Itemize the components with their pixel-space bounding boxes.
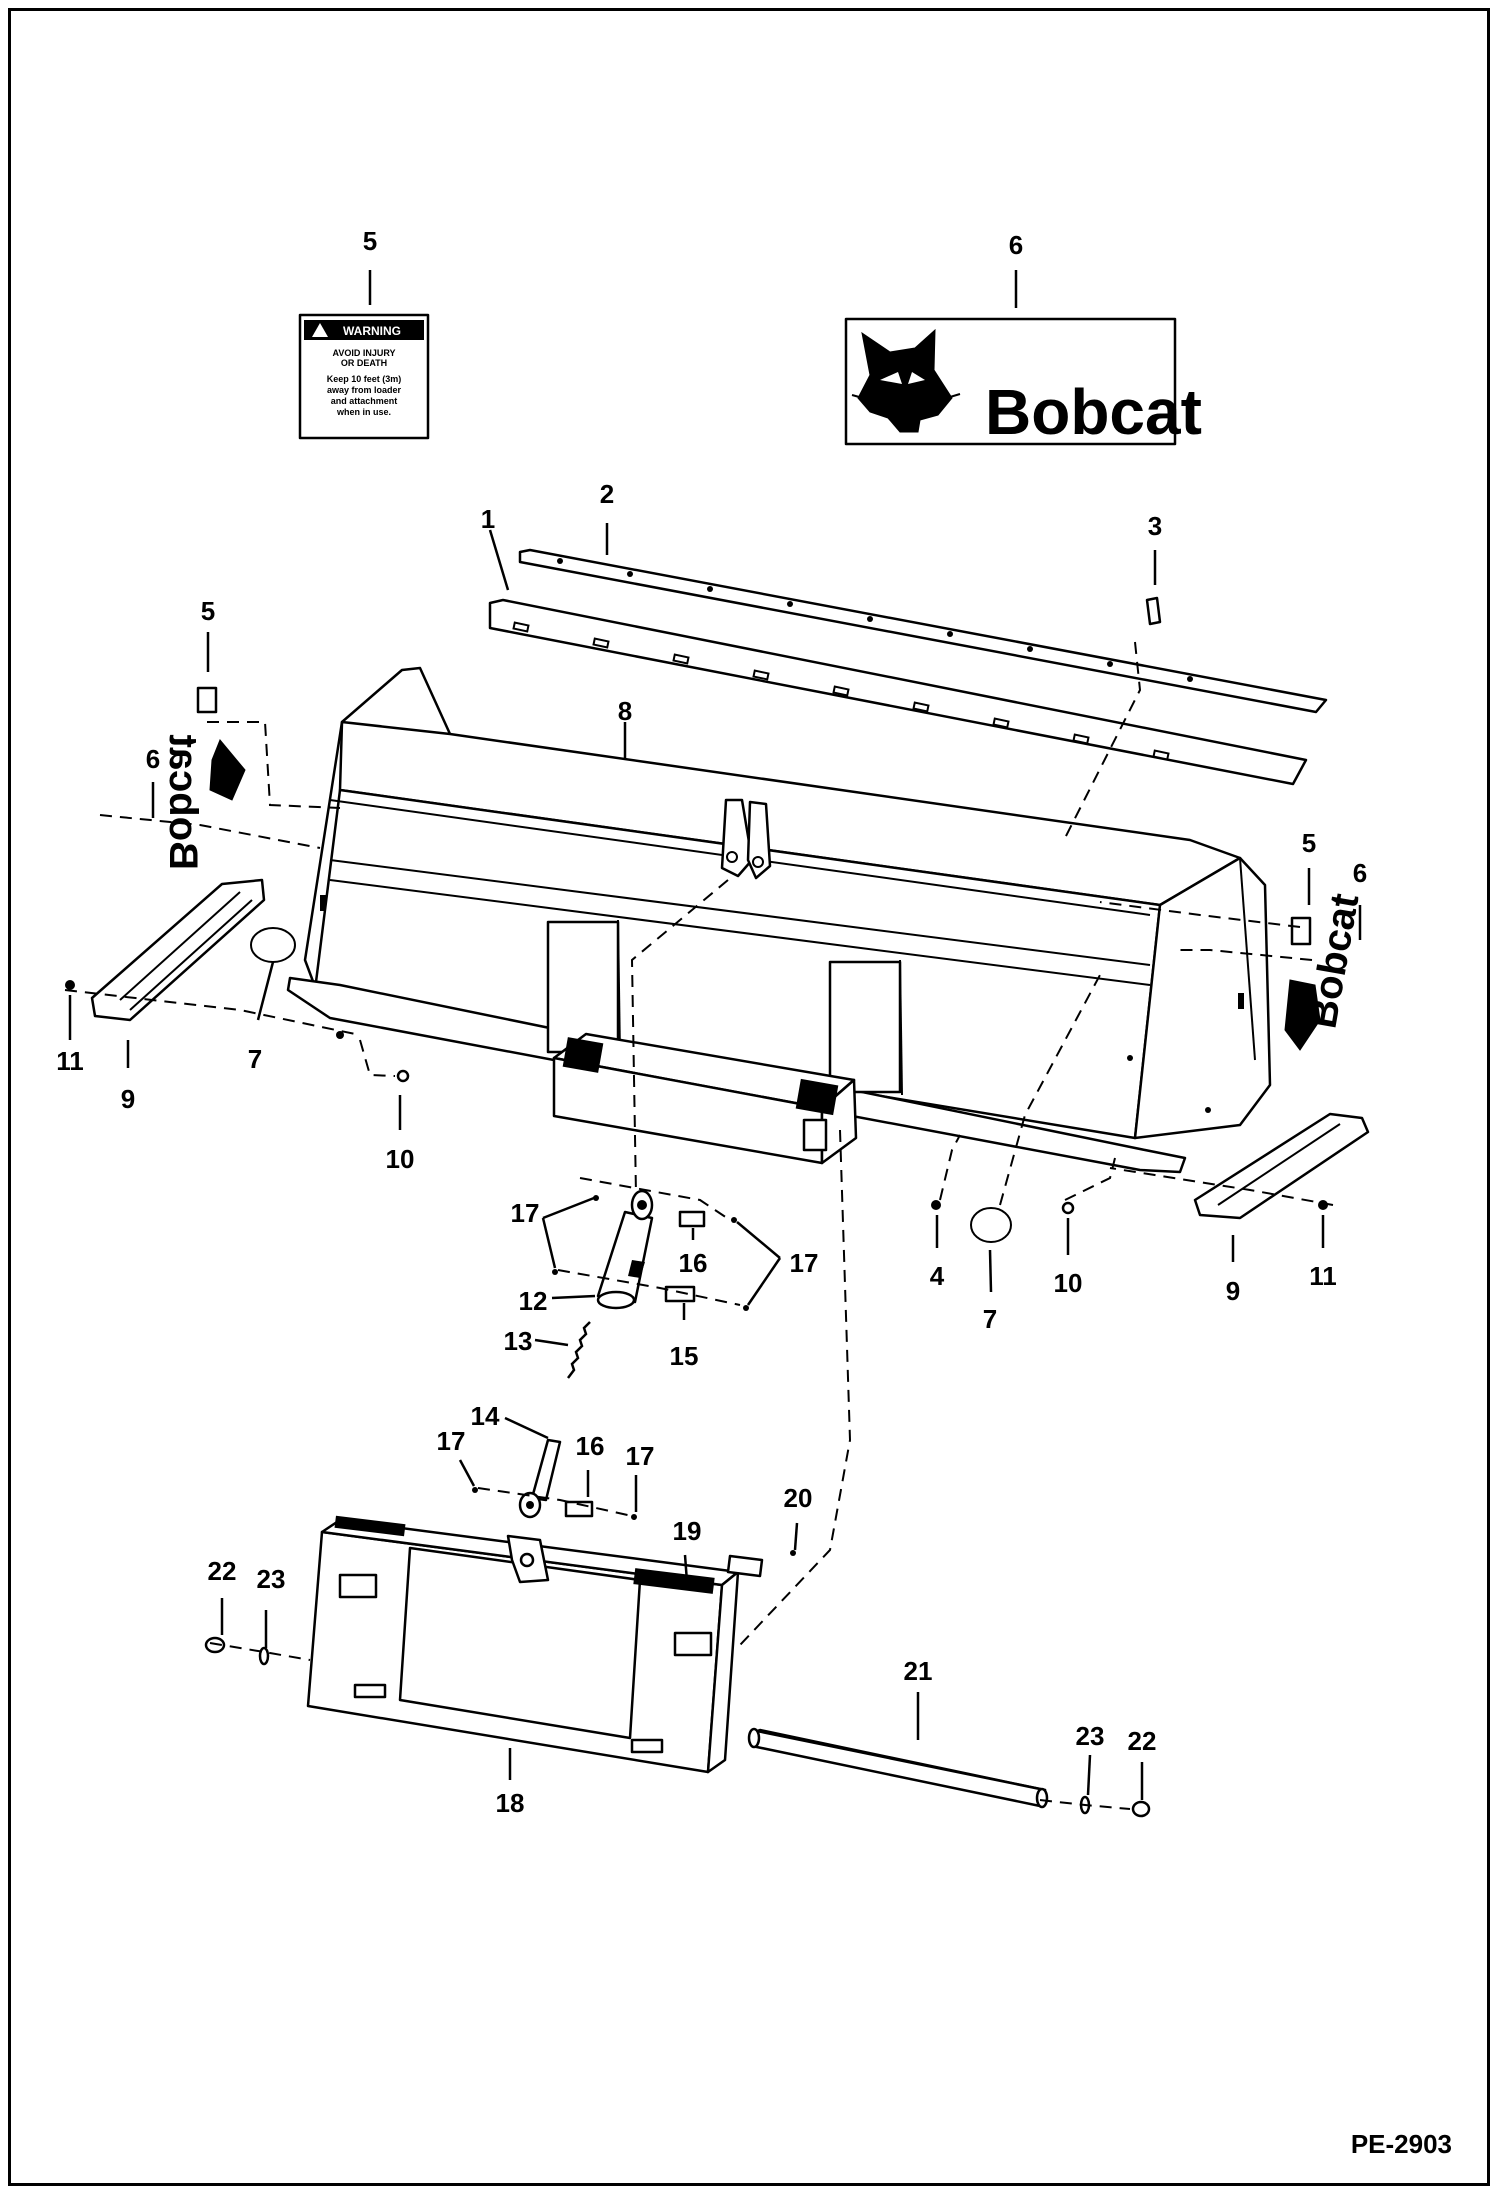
bolt-3: [1145, 596, 1162, 626]
callout-6: 6: [146, 744, 160, 774]
callout-14: 14: [471, 1401, 500, 1431]
side-decal-left-text: Bobcat: [161, 734, 205, 870]
callout-6: 6: [1353, 858, 1367, 888]
callout-numbers: 5 6 2 1 3 5 6 8 5 6 11 9 7 10 4 10 7 9 1…: [56, 226, 1367, 1818]
o-ring-right: [970, 1207, 1012, 1243]
callout-21: 21: [904, 1656, 933, 1686]
callout-6: 6: [1009, 230, 1023, 260]
callout-16: 16: [576, 1431, 605, 1461]
warning-line2: OR DEATH: [341, 358, 387, 368]
callout-1: 1: [481, 504, 495, 534]
callout-22: 22: [1128, 1726, 1157, 1756]
leader-lines: [68, 270, 1362, 1800]
callout-9: 9: [1226, 1276, 1240, 1306]
callout-15: 15: [670, 1341, 699, 1371]
warning-body2: away from loader: [327, 385, 402, 395]
nut-11-left: [65, 980, 75, 990]
wear-strip: [518, 548, 1328, 714]
callout-4: 4: [930, 1261, 945, 1291]
pin-16-upper: [678, 1210, 706, 1228]
attach-plate-18: [306, 1515, 740, 1774]
callout-7: 7: [248, 1044, 262, 1074]
callout-19: 19: [673, 1516, 702, 1546]
callout-10: 10: [386, 1144, 415, 1174]
callout-12: 12: [519, 1286, 548, 1316]
pin-15: [664, 1285, 696, 1303]
callout-17: 17: [626, 1441, 655, 1471]
cutting-edge: [488, 598, 1308, 786]
warning-heading: WARNING: [343, 324, 401, 338]
bolt-22-right: [1131, 1800, 1151, 1818]
callout-5: 5: [1302, 828, 1316, 858]
bobcat-head-icon-left: [209, 739, 246, 801]
bolt-10-right: [1061, 1201, 1075, 1215]
brand-decal-text: Bobcat: [985, 376, 1202, 448]
warning-body4: when in use.: [336, 407, 391, 417]
warning-body3: and attachment: [331, 396, 398, 406]
callout-13: 13: [504, 1326, 533, 1356]
brand-decal: Bobcat: [844, 317, 1202, 448]
callout-23: 23: [257, 1564, 286, 1594]
warning-decal: WARNING AVOID INJURY OR DEATH Keep 10 fe…: [298, 313, 430, 440]
bobcat-head-icon: [851, 328, 961, 433]
bolt-10-left: [396, 1069, 410, 1083]
warning-body1: Keep 10 feet (3m): [327, 374, 402, 384]
callout-5: 5: [363, 226, 377, 256]
lever-pad-20: [726, 1550, 796, 1578]
assembly-lines: [64, 641, 1334, 1810]
callout-17: 17: [437, 1426, 466, 1456]
retaining-clips-17: [472, 1195, 749, 1520]
callout-9: 9: [121, 1084, 135, 1114]
callout-11: 11: [56, 1046, 84, 1076]
callout-2: 2: [600, 479, 614, 509]
pivot-pin-21: [747, 1727, 1049, 1809]
o-ring-left: [250, 927, 296, 963]
side-decal-left: Bobcat: [161, 686, 246, 870]
side-decal-right: Bobcat: [1284, 890, 1367, 1051]
callout-18: 18: [496, 1788, 525, 1818]
callout-22: 22: [208, 1556, 237, 1586]
callout-11: 11: [1309, 1261, 1337, 1291]
callout-5: 5: [201, 596, 215, 626]
callout-17: 17: [790, 1248, 819, 1278]
skid-shoe-left: [90, 878, 266, 1022]
bucket: [286, 666, 1272, 1174]
callout-7: 7: [983, 1304, 997, 1334]
callout-10: 10: [1054, 1268, 1083, 1298]
bobcat-head-icon-right: [1284, 979, 1321, 1051]
bolt-22-left: [204, 1636, 226, 1654]
nut-4: [931, 1200, 941, 1210]
callout-17: 17: [511, 1198, 540, 1228]
warning-line1: AVOID INJURY: [332, 348, 395, 358]
reference-number: PE-2903: [1351, 2129, 1452, 2159]
spring-13: [567, 1321, 591, 1379]
skid-shoe-right: [1193, 1112, 1370, 1220]
rod-14: [518, 1438, 562, 1519]
callout-8: 8: [618, 696, 632, 726]
callout-3: 3: [1148, 511, 1162, 541]
callout-20: 20: [784, 1483, 813, 1513]
nut-11-right: [1318, 1200, 1328, 1210]
cylinder-body-12: [596, 1189, 654, 1310]
callout-23: 23: [1076, 1721, 1105, 1751]
washer-23-left: [258, 1646, 270, 1666]
callout-16: 16: [679, 1248, 708, 1278]
